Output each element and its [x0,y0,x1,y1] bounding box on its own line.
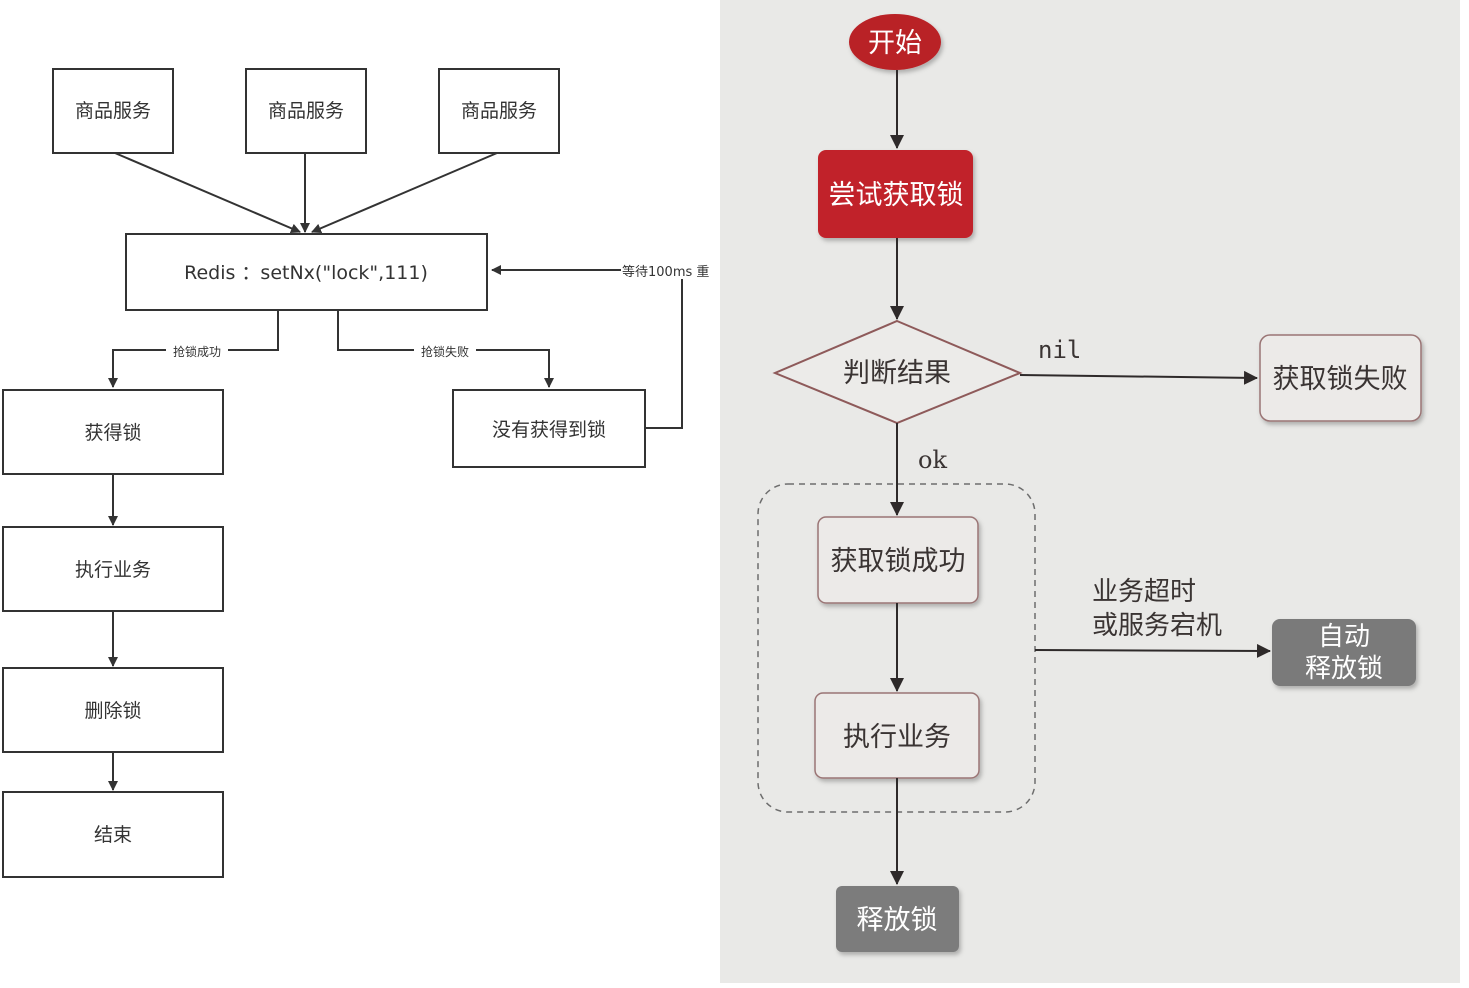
success-label-bg [166,343,228,359]
retry-label-bg [621,262,721,279]
service-node-2: 商品服务 [245,68,367,154]
release-node [836,886,959,952]
nil-label: nil [1038,336,1081,364]
auto-release-node [1272,619,1416,686]
try-lock-label: 尝试获取锁 [829,180,964,211]
release-label: 释放锁 [857,905,938,936]
delete-lock-node: 删除锁 [2,667,224,753]
auto-release-line1: 自动 [1318,622,1370,652]
got-lock-label: 获得锁 [84,422,141,444]
timeout-label-line2: 或服务宕机 [1092,611,1222,641]
try-lock-node [818,150,973,238]
arrow-retry-loop [491,265,683,429]
service-node-1: 商品服务 [52,68,174,154]
fail-label-bg [414,343,476,359]
service-label-3: 商品服务 [461,100,537,122]
service-label-1: 商品服务 [75,100,151,122]
auto-release-line2: 释放锁 [1305,654,1383,684]
redis-label: Redis ：setNx("lock",111) [184,262,428,284]
success-branch-label: 抢锁成功 [173,344,221,359]
redis-node: Redis ：setNx("lock",111) [125,233,488,311]
arrow-service1-to-redis [114,152,301,234]
start-label: 开始 [868,28,922,59]
execute-label-right: 执行业务 [843,722,951,753]
execute-node-left: 执行业务 [2,526,224,612]
arrow-nil-branch [1019,370,1258,385]
execute-label-left: 执行业务 [75,559,151,581]
success-label: 获取锁成功 [831,546,966,577]
left-flowchart: 商品服务 商品服务 商品服务 Redis ：setNx("lock",111) … [0,0,721,988]
retry-label: 等待100ms 重 [622,264,709,280]
delete-lock-label: 删除锁 [84,700,141,722]
right-background [720,0,1460,983]
no-lock-node: 没有获得到锁 [452,389,646,468]
end-label: 结束 [94,824,132,846]
no-lock-label: 没有获得到锁 [492,419,606,441]
judge-label: 判断结果 [843,358,951,389]
service-label-2: 商品服务 [268,100,344,122]
got-lock-node: 获得锁 [2,389,224,475]
timeout-label-line1: 业务超时 [1092,577,1196,607]
arrow-timeout-branch [1034,643,1271,658]
right-flowchart: 开始 尝试获取锁 判断结果 nil 获取锁失败 ok 获取锁成功 [720,0,1460,983]
ok-label: ok [918,446,947,474]
end-node: 结束 [2,791,224,878]
service-node-3: 商品服务 [438,68,560,154]
start-node [849,14,941,70]
fail-branch-label: 抢锁失败 [421,344,469,359]
fail-node [1259,334,1422,422]
fail-label: 获取锁失败 [1273,364,1408,395]
arrow-service3-to-redis [311,152,498,234]
